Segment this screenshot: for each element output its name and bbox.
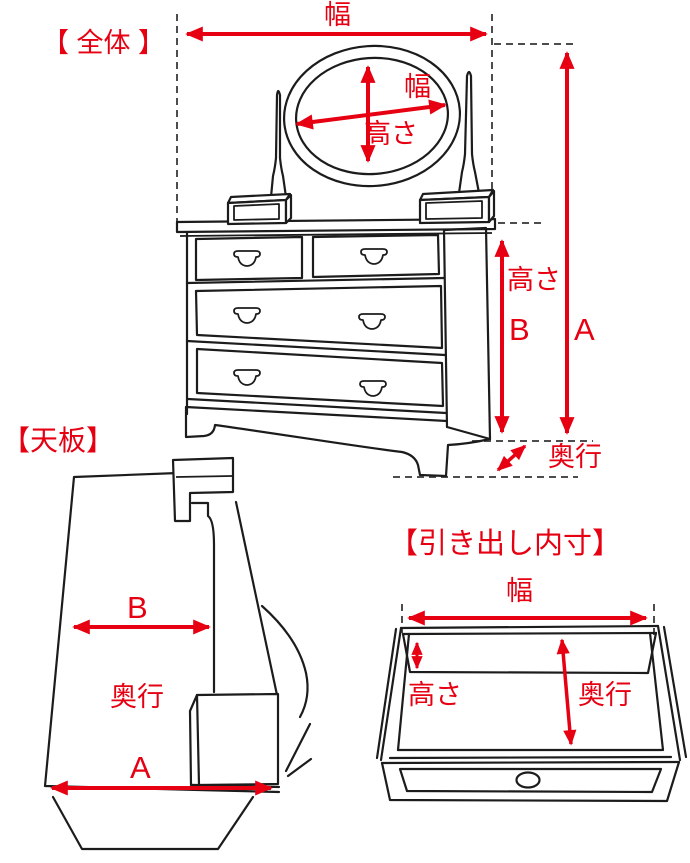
- topboard-letter-a: A: [130, 750, 151, 785]
- trinket-box-right: [418, 188, 496, 225]
- dresser-with-mirror-illustration: [175, 44, 497, 478]
- overall-depth-label: 奥行: [548, 442, 602, 472]
- drawer-handles: [233, 248, 388, 397]
- mirror-height-label: 高さ: [364, 119, 418, 149]
- overall-width-label: 幅: [324, 0, 351, 30]
- mirror-post-right: [457, 70, 481, 195]
- overall-section-title: 【 全体 】: [42, 28, 166, 58]
- top-board-illustration: [43, 456, 313, 851]
- dresser-carcass: [184, 226, 492, 478]
- drawer-depth-arrow: [556, 638, 577, 746]
- drawer-height-label: 高さ: [408, 680, 462, 710]
- drawer-width-label: 幅: [506, 576, 533, 606]
- trinket-box-left: [226, 192, 293, 226]
- body-height-label: 高さ: [507, 265, 561, 295]
- drawer-inner-illustration: [375, 624, 688, 803]
- total-height-letter-a: A: [574, 312, 595, 347]
- mirror-post-left: [269, 89, 288, 199]
- topboard-letter-b: B: [127, 590, 148, 625]
- mirror-width-label: 幅: [404, 72, 431, 102]
- dresser-drawers: [194, 233, 445, 408]
- mirror-edge-side-view: [260, 604, 313, 778]
- topboard-section-title: 【天板】: [2, 425, 115, 456]
- cabinet-body-below: [51, 795, 255, 851]
- overall-depth-arrow: [496, 444, 527, 472]
- topboard-depth-label: 奥行: [110, 682, 164, 712]
- body-height-letter-b: B: [509, 312, 530, 347]
- drawer-knob: [515, 771, 541, 789]
- drawer-section-title: 【引き出し内寸】: [389, 528, 622, 560]
- drawer-depth-label: 奥行: [578, 680, 632, 710]
- dimension-arrows: [50, 26, 648, 796]
